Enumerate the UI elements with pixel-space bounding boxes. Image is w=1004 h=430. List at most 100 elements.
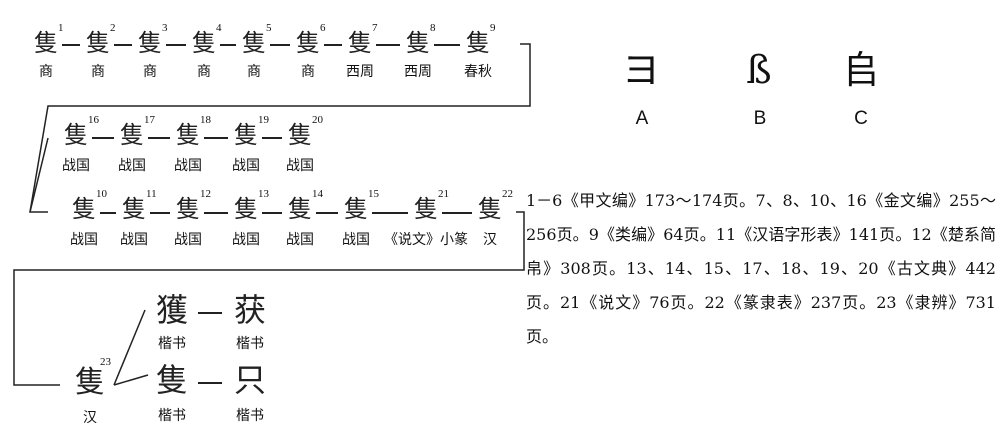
glyph-number-row1-8: 9 xyxy=(490,22,496,34)
glyph-number-row3-1: 11 xyxy=(146,188,157,200)
dash-row2-0 xyxy=(92,137,114,139)
component-a-label: A xyxy=(635,108,649,129)
glyph-number-row3-4: 14 xyxy=(312,188,323,200)
period-label-row1-5: 商 xyxy=(301,64,315,80)
glyph-number-row1-7: 8 xyxy=(430,22,436,34)
glyph-row3-5: 隻 xyxy=(344,195,368,223)
glyph-number-row3-0: 10 xyxy=(96,188,107,200)
source-note: 1－6《甲文编》173～174页。7、8、10、16《金文编》255～256页。… xyxy=(526,191,996,346)
glyph-number-row1-1: 2 xyxy=(110,22,116,34)
glyph-row3-7: 隻 xyxy=(478,195,502,223)
glyph-row1-4: 隻 xyxy=(242,29,266,57)
period-label-row2-1: 战国 xyxy=(118,158,146,174)
dash-row3-0 xyxy=(100,212,116,214)
glyph-kaishu-lower-1: 只 xyxy=(233,361,266,399)
glyph-number-row2-0: 16 xyxy=(88,114,99,126)
connector-row3-row4 xyxy=(13,211,525,386)
period-label-lower-0: 楷书 xyxy=(158,408,186,424)
period-label-row2-4: 战国 xyxy=(286,158,314,174)
period-label-row3-0: 战国 xyxy=(70,232,98,248)
dash-row3-6 xyxy=(442,212,472,214)
dash-row1-6 xyxy=(376,44,400,46)
component-c-glyph: 𠂤 xyxy=(841,48,880,92)
period-label-row1-1: 商 xyxy=(91,64,105,80)
glyph-row1-1: 隻 xyxy=(86,29,110,57)
period-label-row3-3: 战国 xyxy=(232,232,260,248)
glyph-row3-6: 隻 xyxy=(414,195,438,223)
glyph-row1-7: 隻 xyxy=(406,29,430,57)
dash-row3-2 xyxy=(204,212,228,214)
period-label-row1-8: 春秋 xyxy=(464,64,492,80)
glyph-row3-3: 隻 xyxy=(234,195,258,223)
dash-row3-1 xyxy=(150,212,170,214)
glyph-han-23: 隻 xyxy=(75,365,105,400)
period-label-row3-6: 《说文》小篆 xyxy=(384,232,468,248)
branch-upper xyxy=(113,309,146,386)
glyph-row3-4: 隻 xyxy=(288,195,312,223)
dash-upper xyxy=(198,312,222,314)
component-a-glyph: ヨ xyxy=(621,48,660,92)
glyph-row1-3: 隻 xyxy=(192,29,216,57)
component-b-glyph: ß xyxy=(746,48,772,92)
period-label-lower-1: 楷书 xyxy=(236,408,264,424)
dash-lower xyxy=(198,382,222,384)
dash-row1-7 xyxy=(434,44,460,46)
period-label-row2-2: 战国 xyxy=(174,158,202,174)
dash-row3-5 xyxy=(372,212,408,214)
glyph-number-row1-5: 6 xyxy=(320,22,326,34)
glyph-row1-5: 隻 xyxy=(296,29,320,57)
dash-row1-5 xyxy=(324,44,342,46)
period-label-row1-3: 商 xyxy=(197,64,211,80)
component-c-label: C xyxy=(854,108,868,129)
glyph-row1-6: 隻 xyxy=(348,29,372,57)
glyph-number-row1-2: 3 xyxy=(162,22,168,34)
period-label-row3-1: 战国 xyxy=(120,232,148,248)
dash-row2-1 xyxy=(148,137,170,139)
glyph-number-row3-5: 15 xyxy=(368,188,379,200)
glyph-row2-0: 隻 xyxy=(64,121,88,149)
glyph-number-row2-1: 17 xyxy=(144,114,155,126)
period-label-row3-7: 汉 xyxy=(483,232,497,248)
glyph-number-row3-3: 13 xyxy=(258,188,269,200)
period-label-upper-1: 楷书 xyxy=(236,336,264,352)
glyph-row3-2: 隻 xyxy=(176,195,200,223)
glyph-number-row1-4: 5 xyxy=(266,22,272,34)
period-label-han-23: 汉 xyxy=(83,410,97,426)
glyph-row1-8: 隻 xyxy=(466,29,490,57)
glyph-number-row2-2: 18 xyxy=(200,114,211,126)
glyph-number-row1-3: 4 xyxy=(216,22,222,34)
glyph-number-row3-7: 22 xyxy=(502,188,513,200)
period-label-row3-4: 战国 xyxy=(286,232,314,248)
glyph-row1-0: 隻 xyxy=(34,29,58,57)
period-label-row1-0: 商 xyxy=(39,64,53,80)
period-label-row3-5: 战国 xyxy=(342,232,370,248)
dash-row3-3 xyxy=(262,212,282,214)
glyph-number-row3-6: 21 xyxy=(438,188,449,200)
dash-row3-4 xyxy=(316,212,338,214)
period-label-row2-0: 战国 xyxy=(62,158,90,174)
glyph-number-23: 23 xyxy=(100,356,111,368)
glyph-row3-0: 隻 xyxy=(72,195,96,223)
dash-row1-0 xyxy=(62,44,80,46)
period-label-row3-2: 战国 xyxy=(174,232,202,248)
dash-row1-4 xyxy=(270,44,290,46)
connector-row2-branch xyxy=(29,137,49,213)
glyph-row2-4: 隻 xyxy=(288,121,312,149)
glyph-row3-1: 隻 xyxy=(122,195,146,223)
dash-row2-3 xyxy=(262,137,282,139)
glyph-number-row3-2: 12 xyxy=(200,188,211,200)
glyph-number-row2-3: 19 xyxy=(258,114,269,126)
dash-row1-2 xyxy=(166,44,186,46)
glyph-row1-2: 隻 xyxy=(138,29,162,57)
glyph-number-row1-6: 7 xyxy=(372,22,378,34)
period-label-upper-0: 楷书 xyxy=(158,336,186,352)
glyph-number-row1-0: 1 xyxy=(58,22,64,34)
glyph-kaishu-lower-0: 隻 xyxy=(155,361,188,399)
period-label-row1-4: 商 xyxy=(247,64,261,80)
component-b-label: B xyxy=(753,108,767,129)
glyph-row2-3: 隻 xyxy=(234,121,258,149)
glyph-row2-2: 隻 xyxy=(176,121,200,149)
glyph-number-row2-4: 20 xyxy=(312,114,323,126)
dash-row1-1 xyxy=(114,44,132,46)
